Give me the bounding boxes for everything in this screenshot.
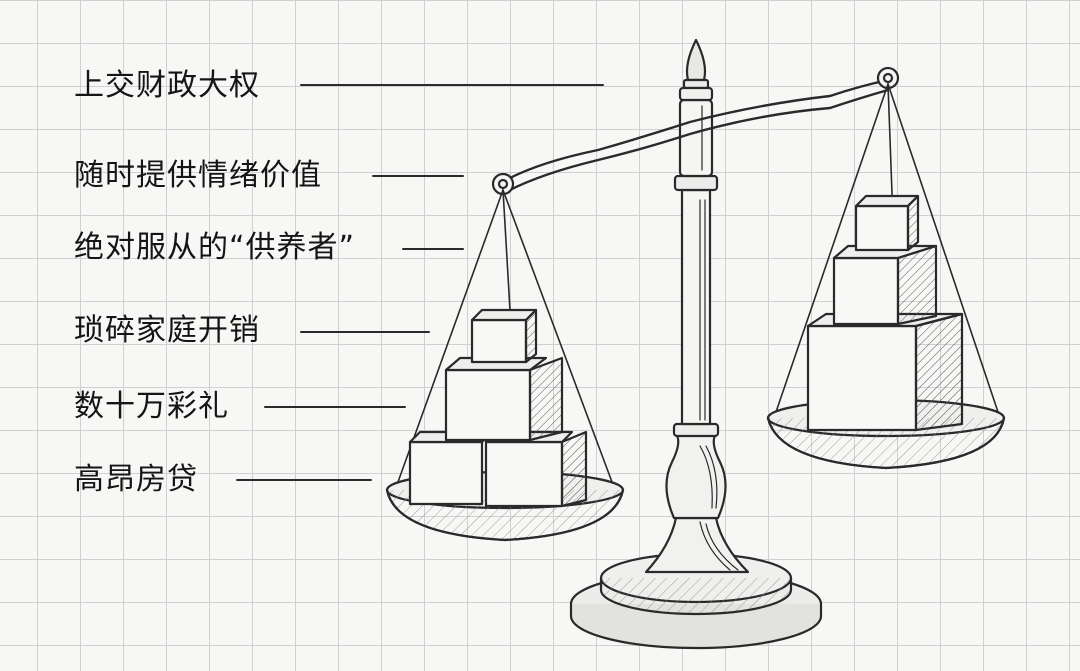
scale-finial xyxy=(680,40,712,100)
scale-column xyxy=(666,100,725,518)
scale-base xyxy=(571,518,821,648)
right-pan-blocks xyxy=(808,196,962,430)
